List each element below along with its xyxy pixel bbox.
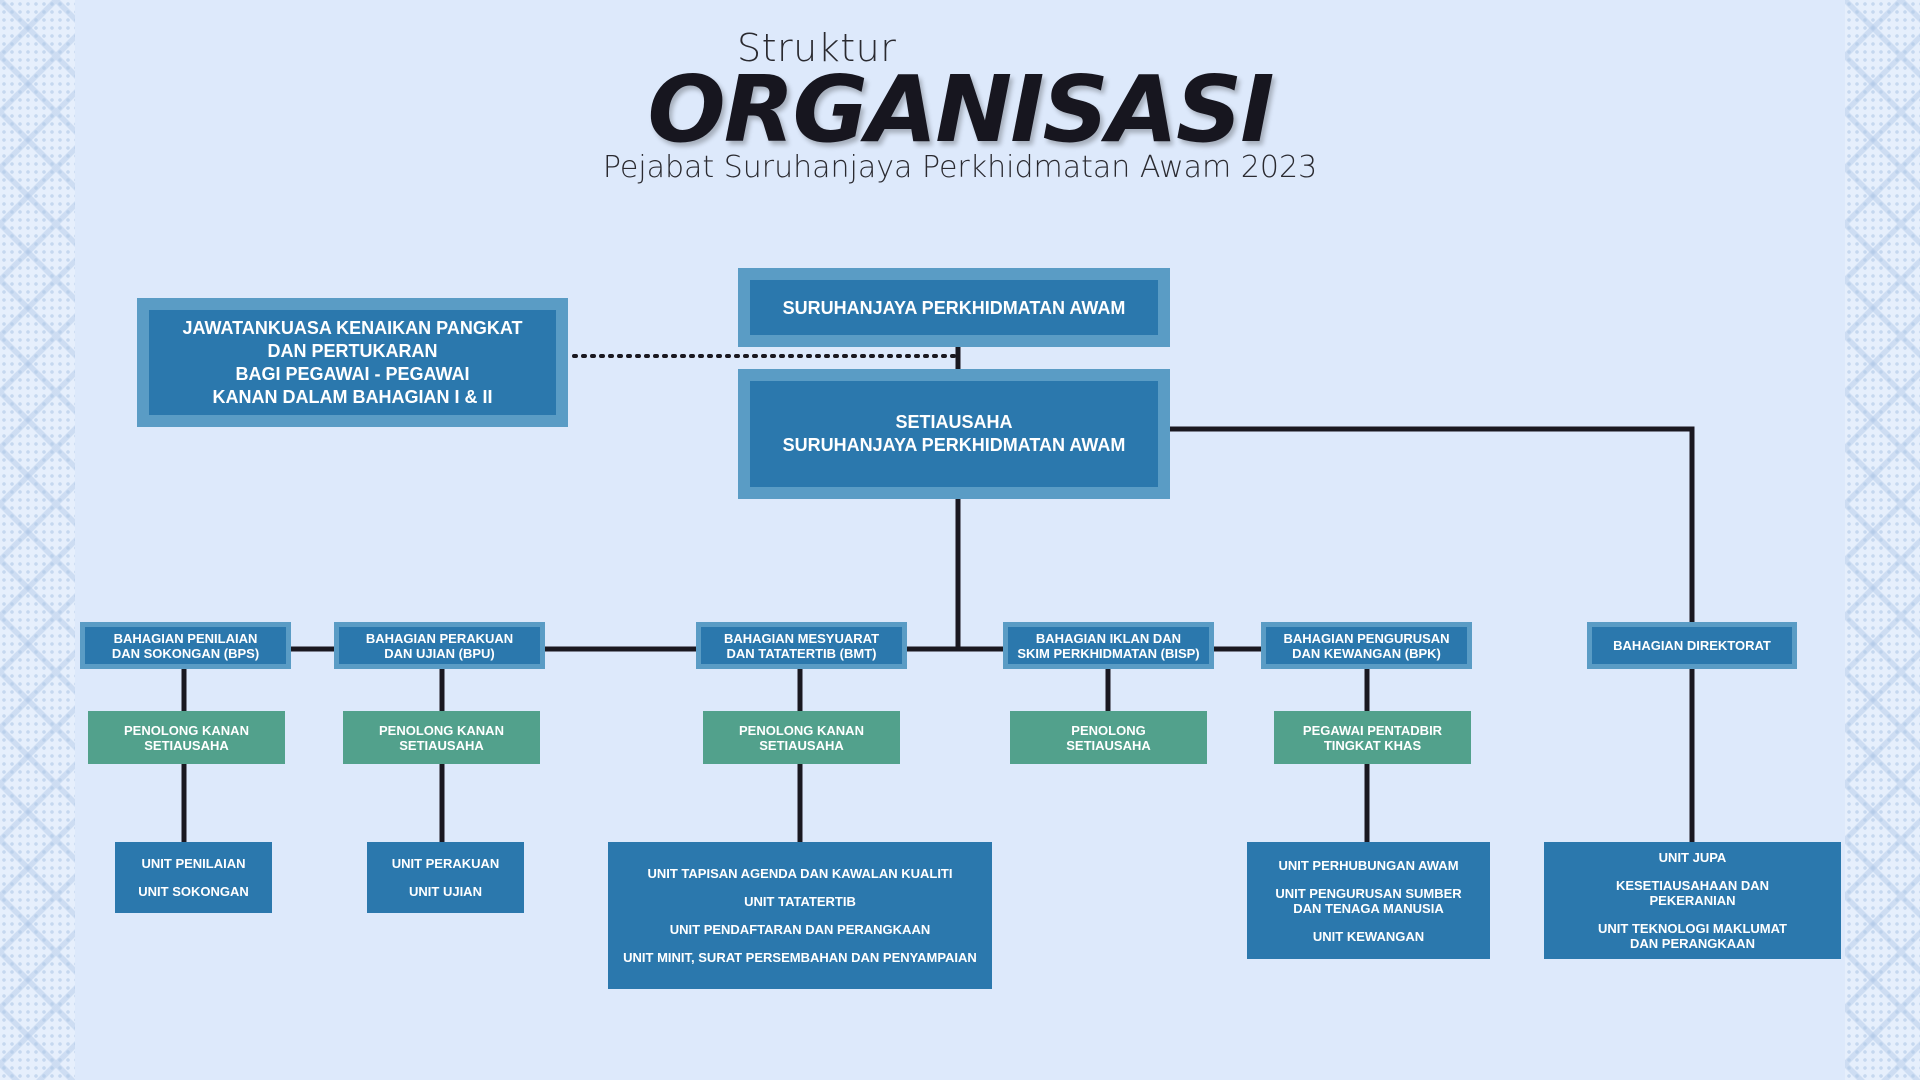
setiausaha-box: SETIAUSAHA SURUHANJAYA PERKHIDMATAN AWAM xyxy=(738,369,1170,499)
division-bpu: BAHAGIAN PERAKUAN DAN UJIAN (BPU) xyxy=(334,622,545,669)
division-bpk: BAHAGIAN PENGURUSAN DAN KEWANGAN (BPK) xyxy=(1261,622,1472,669)
officer-bmt-line-2: SETIAUSAHA xyxy=(759,737,844,753)
unit-item: UNIT TATATERTIB xyxy=(744,894,856,909)
unit-item: UNIT MINIT, SURAT PERSEMBAHAN DAN PENYAM… xyxy=(623,950,977,965)
units-bps: UNIT PENILAIAN UNIT SOKONGAN xyxy=(115,842,272,913)
officer-bisp: PENOLONG SETIAUSAHA xyxy=(1010,711,1207,764)
committee-box: JAWATANKUASA KENAIKAN PANGKAT DAN PERTUK… xyxy=(137,298,568,427)
spa-box: SURUHANJAYA PERKHIDMATAN AWAM xyxy=(738,268,1170,347)
unit-item: UNIT JUPA xyxy=(1658,850,1727,865)
units-bpk: UNIT PERHUBUNGAN AWAM UNIT PENGURUSAN SU… xyxy=(1247,842,1490,959)
unit-item: UNIT PENDAFTARAN DAN PERANGKAAN xyxy=(669,922,931,937)
division-bisp: BAHAGIAN IKLAN DAN SKIM PERKHIDMATAN (BI… xyxy=(1003,622,1214,669)
division-bps-line-2: DAN SOKONGAN (BPS) xyxy=(111,645,260,661)
right-decorative-pattern xyxy=(1845,0,1920,1080)
unit-item: UNIT PERHUBUNGAN AWAM xyxy=(1278,857,1459,873)
officer-bmt: PENOLONG KANAN SETIAUSAHA xyxy=(703,711,900,764)
spa-label: SURUHANJAYA PERKHIDMATAN AWAM xyxy=(782,297,1126,318)
officer-bpk-line-2: TINGKAT KHAS xyxy=(1323,737,1422,753)
division-bps-line-1: BAHAGIAN PENILAIAN xyxy=(113,630,258,646)
division-bmt-line-2: DAN TATATERTIB (BMT) xyxy=(726,645,877,661)
units-bpu: UNIT PERAKUAN UNIT UJIAN xyxy=(367,842,524,913)
setiausaha-line-2: SURUHANJAYA PERKHIDMATAN AWAM xyxy=(782,435,1126,455)
unit-item: UNIT TAPISAN AGENDA DAN KAWALAN KUALITI xyxy=(647,866,953,881)
unit-item: UNIT PENGURUSAN SUMBER DAN TENAGA MANUSI… xyxy=(1275,885,1462,916)
title-subtitle: Pejabat Suruhanjaya Perkhidmatan Awam 20… xyxy=(602,150,1318,185)
division-bmt: BAHAGIAN MESYUARAT DAN TATATERTIB (BMT) xyxy=(696,622,907,669)
unit-item: UNIT KEWANGAN xyxy=(1312,928,1425,944)
division-direktorat: BAHAGIAN DIREKTORAT xyxy=(1587,622,1797,669)
officer-bmt-line-1: PENOLONG KANAN xyxy=(739,722,864,738)
division-bpu-line-2: DAN UJIAN (BPU) xyxy=(384,645,495,661)
unit-item: UNIT PERAKUAN xyxy=(391,856,500,871)
officer-bpu: PENOLONG KANAN SETIAUSAHA xyxy=(343,711,540,764)
division-bisp-line-2: SKIM PERKHIDMATAN (BISP) xyxy=(1017,645,1200,661)
unit-item: UNIT SOKONGAN xyxy=(138,884,249,899)
committee-line-3: BAGI PEGAWAI - PEGAWAI xyxy=(235,363,470,384)
division-bps: BAHAGIAN PENILAIAN DAN SOKONGAN (BPS) xyxy=(80,622,291,669)
division-bpk-line-1: BAHAGIAN PENGURUSAN xyxy=(1283,630,1450,646)
setiausaha-line-1: SETIAUSAHA xyxy=(895,412,1013,432)
units-direktorat: UNIT JUPA KESETIAUSAHAAN DAN PEKERANIAN … xyxy=(1544,842,1841,959)
unit-item: UNIT TEKNOLOGI MAKLUMAT DAN PERANGKAAN xyxy=(1598,921,1787,951)
left-decorative-pattern xyxy=(0,0,75,1080)
officer-bps-line-1: PENOLONG KANAN xyxy=(124,722,249,738)
units-bmt: UNIT TAPISAN AGENDA DAN KAWALAN KUALITI … xyxy=(608,842,992,989)
division-bmt-line-1: BAHAGIAN MESYUARAT xyxy=(723,630,880,646)
committee-line-1: JAWATANKUASA KENAIKAN PANGKAT xyxy=(182,317,523,338)
unit-item: UNIT UJIAN xyxy=(409,884,482,899)
officer-bisp-line-1: PENOLONG xyxy=(1071,722,1146,738)
division-bisp-line-1: BAHAGIAN IKLAN DAN xyxy=(1035,630,1182,646)
officer-bpu-line-1: PENOLONG KANAN xyxy=(379,722,504,738)
officer-bpu-line-2: SETIAUSAHA xyxy=(399,737,484,753)
division-bpu-line-1: BAHAGIAN PERAKUAN xyxy=(365,630,514,646)
officer-bpk: PEGAWAI PENTADBIR TINGKAT KHAS xyxy=(1274,711,1471,764)
officer-bpk-line-1: PEGAWAI PENTADBIR xyxy=(1302,722,1443,738)
unit-item: KESETIAUSAHAAN DAN PEKERANIAN xyxy=(1615,878,1770,908)
committee-line-2: DAN PERTUKARAN xyxy=(267,340,438,361)
officer-bisp-line-2: SETIAUSAHA xyxy=(1066,737,1151,753)
officer-bps: PENOLONG KANAN SETIAUSAHA xyxy=(88,711,285,764)
title-struktur: Struktur xyxy=(737,26,897,70)
officer-bps-line-2: SETIAUSAHA xyxy=(144,737,229,753)
division-bpk-line-2: DAN KEWANGAN (BPK) xyxy=(1292,645,1441,661)
title-organisasi: ORGANISASI xyxy=(647,56,1275,163)
connector-setiausaha-direktorat xyxy=(1168,426,1695,624)
unit-item: UNIT PENILAIAN xyxy=(141,856,246,871)
division-direktorat-line-1: BAHAGIAN DIREKTORAT xyxy=(1613,638,1771,653)
committee-line-4: KANAN DALAM BAHAGIAN I & II xyxy=(212,386,493,407)
